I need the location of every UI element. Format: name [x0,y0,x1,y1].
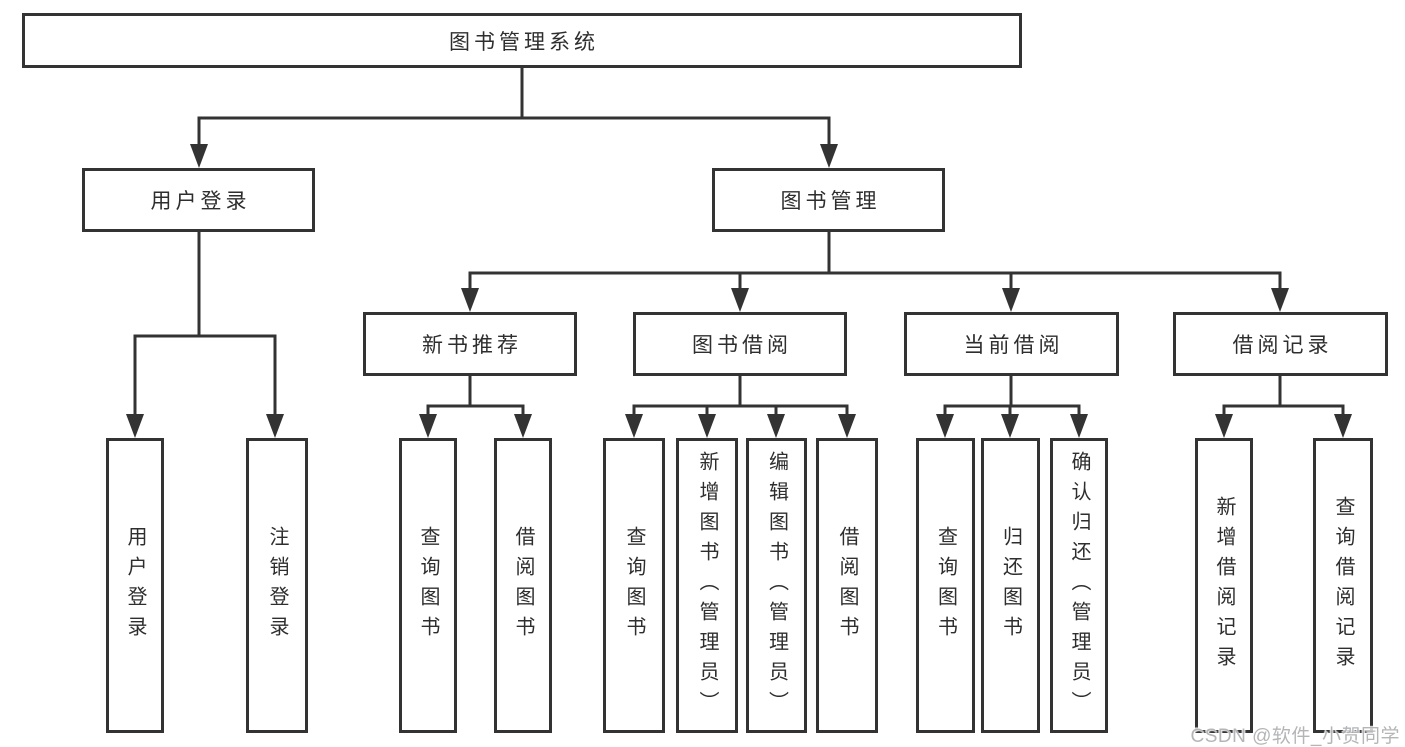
leaf-label: 查询图书 [623,525,645,646]
leaf-label: 借阅图书 [836,525,858,646]
arrowheads [126,144,1352,438]
leaf-edit-book-admin: 编辑图书（管理员） [746,438,807,733]
leaf-logout: 注销登录 [246,438,308,733]
leaf-label: 借阅图书 [512,525,534,646]
leaf-label: 确认归还（管理员） [1068,450,1090,721]
leaf-label: 查询借阅记录 [1332,495,1354,676]
leaf-label: 编辑图书（管理员） [765,450,788,721]
leaf-add-borrow-record: 新增借阅记录 [1195,438,1253,733]
leaf-confirm-return-admin: 确认归还（管理员） [1050,438,1108,733]
leaf-borrow-books: 借阅图书 [816,438,878,733]
leaf-add-book-admin: 新增图书（管理员） [676,438,738,733]
leaf-query-books-current: 查询图书 [916,438,975,733]
node-new-book-recommend: 新书推荐 [363,312,577,376]
leaf-label: 注销登录 [266,525,288,646]
node-book-management: 图书管理 [712,168,945,232]
leaf-query-books-borrow: 查询图书 [603,438,665,733]
leaf-return-book: 归还图书 [981,438,1040,733]
leaf-label: 新增借阅记录 [1213,495,1235,676]
node-book-borrow: 图书借阅 [633,312,847,376]
leaf-borrow-books-recommend: 借阅图书 [494,438,552,733]
leaf-query-books-recommend: 查询图书 [399,438,457,733]
leaf-user-login: 用户登录 [106,438,164,733]
watermark-text: CSDN @软件_小贺同学 [1190,726,1400,747]
leaf-label: 查询图书 [417,525,439,646]
node-current-borrow: 当前借阅 [904,312,1119,376]
node-user-login: 用户登录 [82,168,315,232]
leaf-label: 用户登录 [124,525,146,646]
node-root: 图书管理系统 [22,13,1022,68]
leaf-label: 新增图书（管理员） [696,450,718,721]
leaf-label: 归还图书 [999,525,1022,646]
leaf-query-borrow-record: 查询借阅记录 [1313,438,1373,733]
leaf-label: 查询图书 [934,525,957,646]
node-borrow-records: 借阅记录 [1173,312,1388,376]
